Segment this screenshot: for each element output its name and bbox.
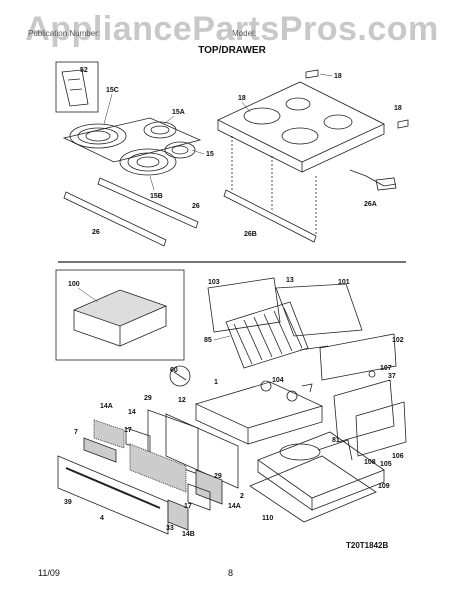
side-panel-102	[319, 333, 397, 381]
insulation-29	[195, 469, 223, 505]
watermark: AppliancePartsPros.com	[25, 10, 439, 48]
grommet-104b	[286, 390, 298, 402]
rear-panel-107	[333, 379, 395, 443]
surface-element-tray	[62, 117, 202, 163]
label-101: 101	[338, 279, 350, 286]
bracket-26-right	[97, 177, 199, 229]
element-lead-108	[317, 439, 353, 461]
label-37: 37	[388, 373, 396, 380]
label-29-bottom: 29	[214, 473, 222, 480]
insulation-14B	[167, 499, 189, 531]
bolt-60	[173, 371, 187, 381]
footer-page-number: 8	[228, 568, 234, 578]
publication-number-label: Publication Number:	[28, 29, 101, 38]
label-26A: 26A	[364, 201, 377, 208]
label-81: 81	[332, 437, 340, 444]
label-107: 107	[380, 365, 392, 372]
cooktop-glass	[217, 81, 385, 173]
handle-39	[65, 467, 161, 509]
label-14B: 14B	[182, 531, 195, 538]
label-26B: 26B	[244, 231, 257, 238]
oven-rack-85	[225, 301, 309, 369]
drawer-front-4	[57, 455, 169, 535]
label-17-top: 17	[124, 427, 132, 434]
clip-18-right	[397, 119, 409, 129]
inset-box-52	[55, 61, 99, 113]
label-33: 33	[166, 525, 174, 532]
model-label: Model:	[232, 29, 257, 38]
label-17-bottom: 17	[184, 503, 192, 510]
label-14A-bottom: 14A	[228, 503, 241, 510]
drawer-liner-12	[165, 413, 239, 489]
pan-109	[249, 455, 377, 523]
label-29-top: 29	[144, 395, 152, 402]
label-13: 13	[286, 277, 294, 284]
grommet-104a	[260, 380, 272, 392]
rod-13	[299, 345, 329, 351]
label-7: 7	[74, 429, 78, 436]
label-102: 102	[392, 337, 404, 344]
clip-18-top	[305, 69, 319, 79]
label-110: 110	[262, 515, 273, 522]
label-14: 14	[128, 409, 136, 416]
inset-box-100	[55, 269, 185, 361]
label-1: 1	[214, 379, 218, 386]
label-15C: 15C	[106, 87, 119, 94]
footer-date: 11/09	[38, 568, 60, 578]
bracket-26-left	[63, 191, 167, 247]
label-60: 60	[170, 367, 178, 374]
bracket-17	[187, 483, 211, 511]
inset-circle-60	[169, 365, 191, 387]
terminal-block-26A	[375, 177, 397, 191]
surface-element-15	[119, 141, 196, 176]
rear-panel-105	[355, 401, 407, 457]
part-52-bracket	[61, 69, 89, 107]
label-18-top: 18	[334, 73, 342, 80]
label-15A: 15A	[172, 109, 185, 116]
screw-37	[368, 370, 376, 378]
label-106: 106	[392, 453, 404, 460]
label-4: 4	[100, 515, 104, 522]
insulation-14A	[93, 419, 125, 449]
trim-26B	[223, 189, 317, 243]
label-18-glass: 18	[238, 95, 246, 102]
knob-104	[301, 383, 313, 393]
label-15: 15	[206, 151, 214, 158]
insulation-17	[129, 443, 187, 493]
diagram-code: T20T1842B	[346, 541, 388, 550]
label-12: 12	[178, 397, 186, 404]
label-85: 85	[204, 337, 212, 344]
label-26-left: 26	[92, 229, 100, 236]
label-26-right: 26	[192, 203, 200, 210]
label-104: 104	[272, 377, 284, 384]
label-52: 52	[80, 67, 88, 74]
insulation-7	[83, 437, 117, 463]
top-panel-101	[275, 283, 363, 337]
label-39: 39	[64, 499, 72, 506]
guide-lines	[231, 136, 317, 236]
label-18-right: 18	[394, 105, 402, 112]
wire-harness-26A	[349, 169, 397, 187]
label-109: 109	[378, 483, 390, 490]
section-title: TOP/DRAWER	[198, 45, 266, 56]
label-108: 108	[364, 459, 376, 466]
side-panel-103	[207, 277, 281, 333]
label-103: 103	[208, 279, 220, 286]
drawer-pan-1	[194, 381, 324, 445]
label-15B: 15B	[150, 193, 163, 200]
label-100: 100	[68, 281, 80, 288]
part-52-slots	[67, 78, 83, 91]
label-105: 105	[380, 461, 392, 468]
oven-floor-110	[257, 431, 385, 511]
part-labels: 52 15C 15A 15 15B 26 26 18 18 18 26A 26B…	[64, 67, 404, 538]
element-81	[279, 443, 321, 461]
label-14A-top: 14A	[100, 403, 113, 410]
label-2: 2	[240, 493, 244, 500]
part-100-cover	[72, 289, 168, 347]
